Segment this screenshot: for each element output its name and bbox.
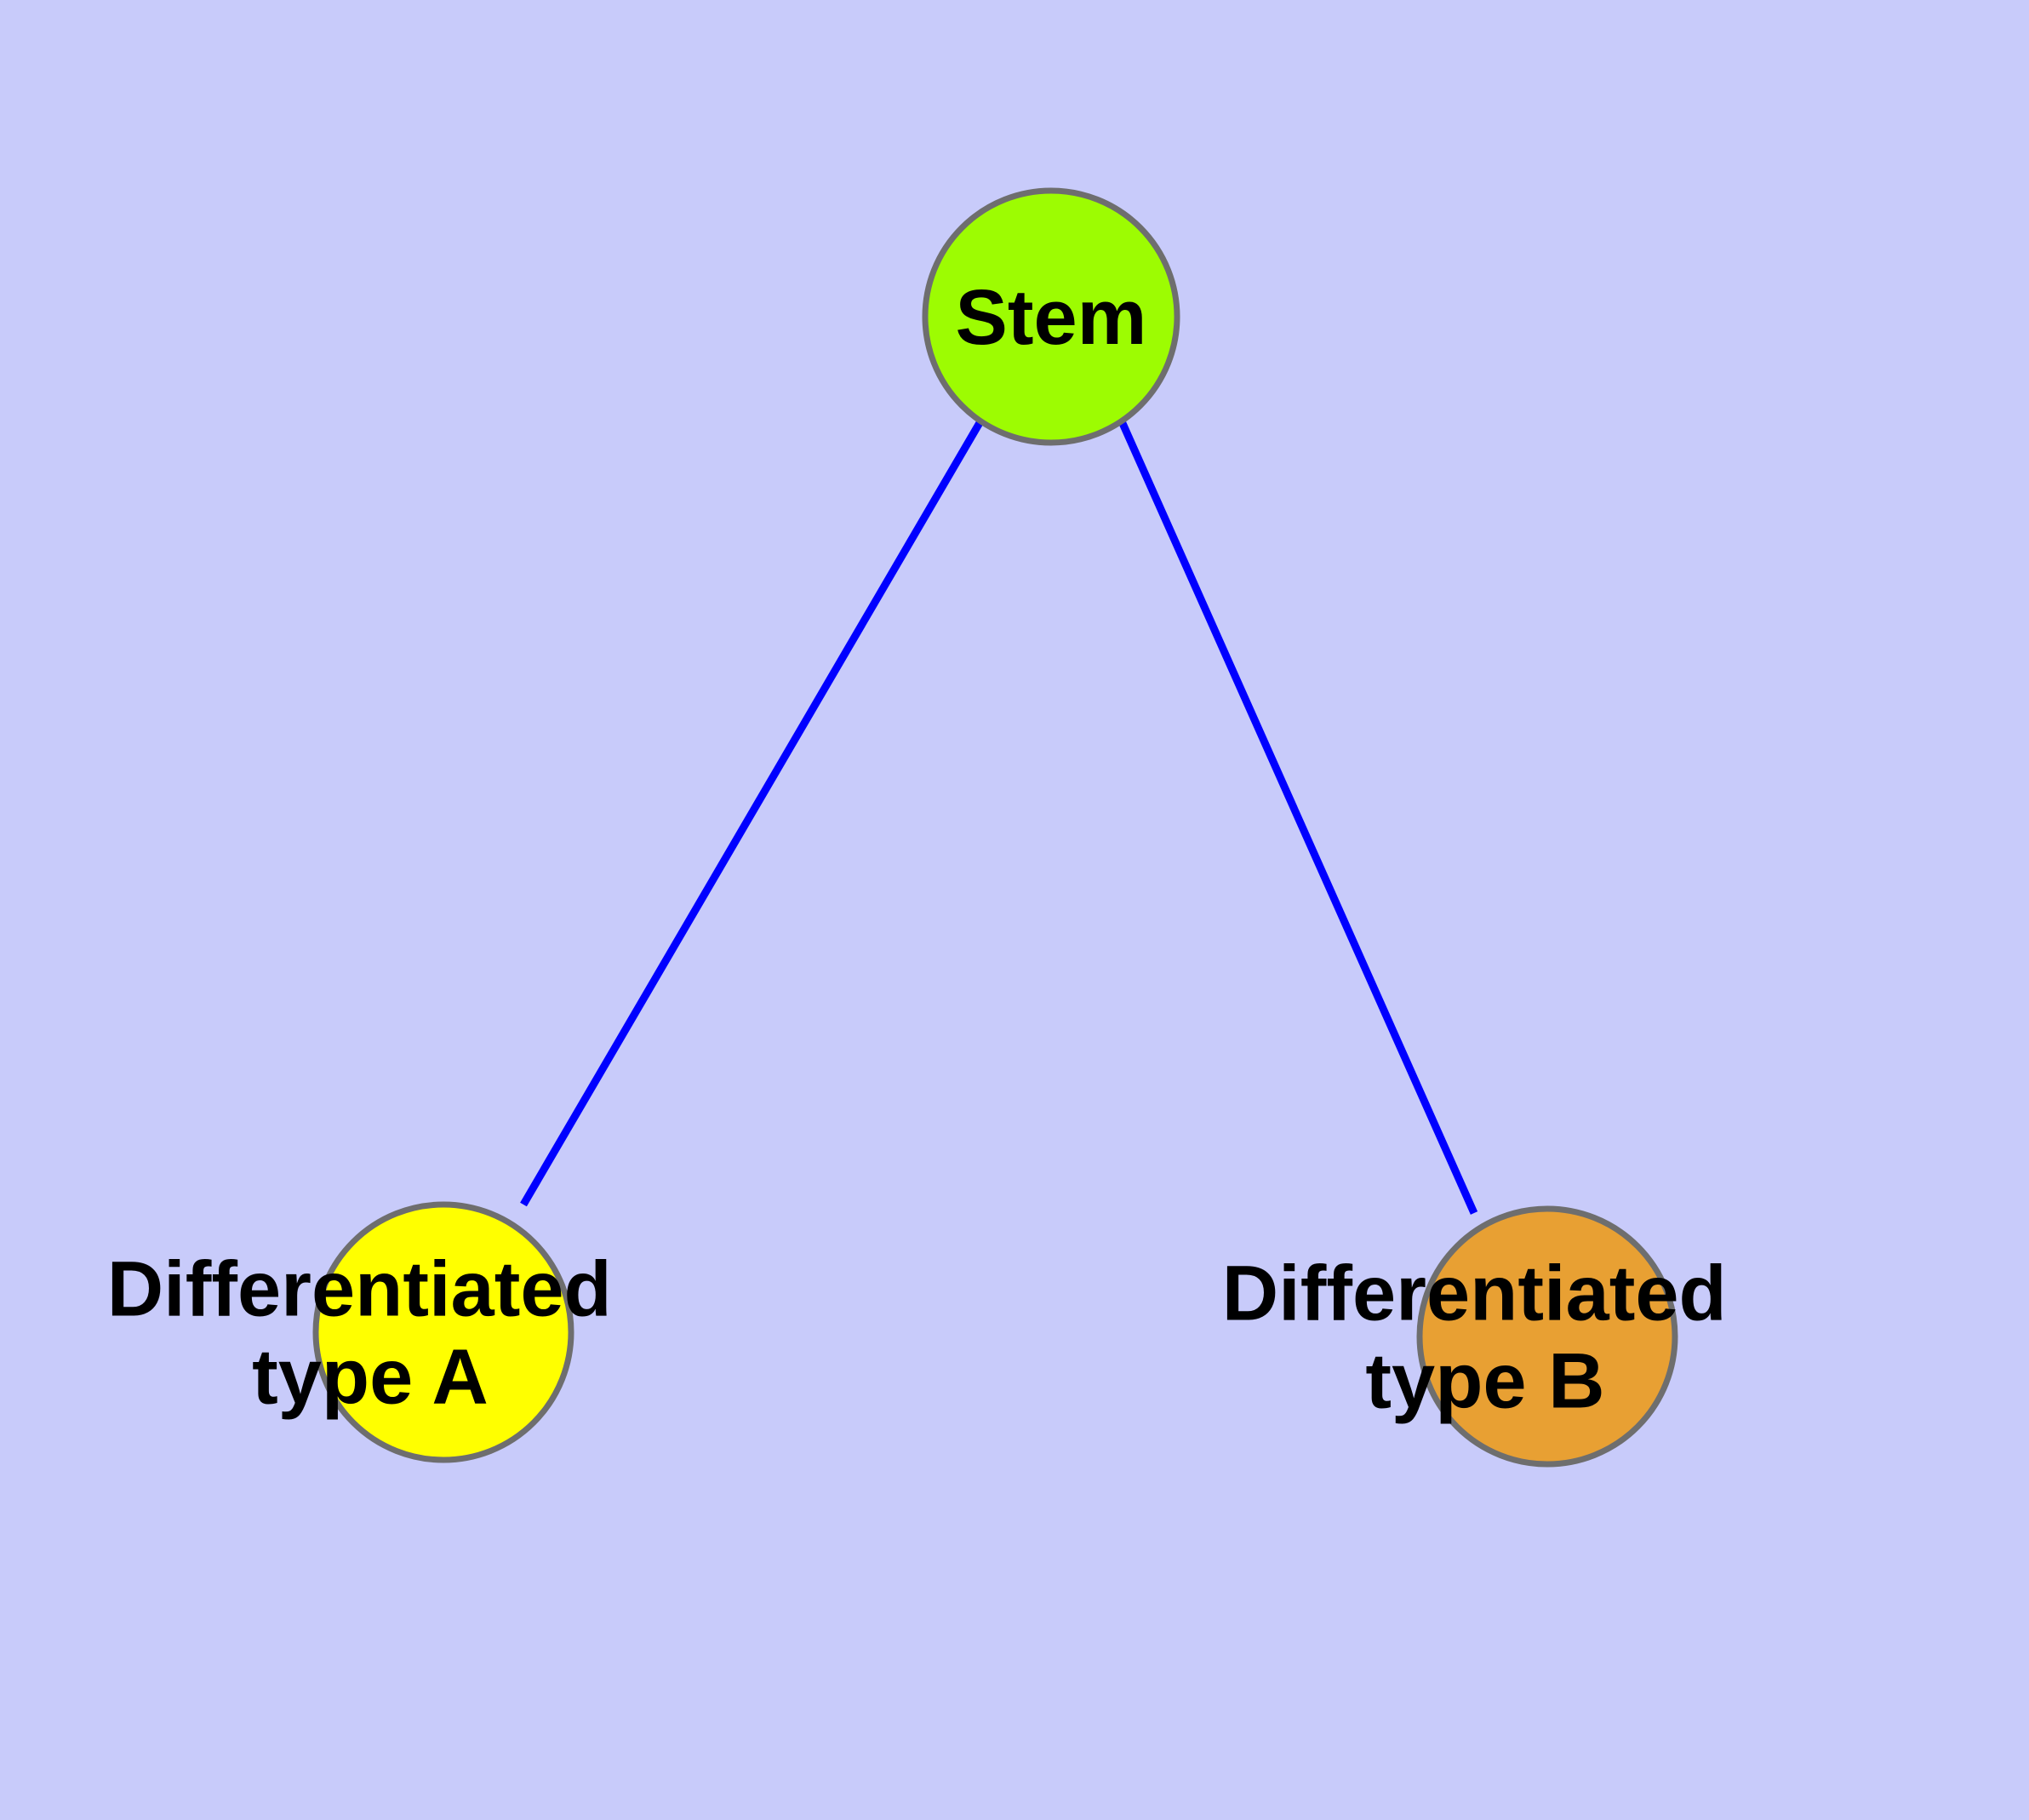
node-labels-group: Stem Differentiated type A Differentiate… (107, 274, 1749, 1425)
node-label-differentiated-type-b-line2: type B (1365, 1338, 1604, 1425)
node-label-differentiated-type-a: Differentiated type A (107, 1246, 634, 1421)
node-label-stem: Stem (956, 274, 1147, 361)
edges-group (520, 419, 1478, 1215)
node-circle-differentiated-type-b[interactable] (1416, 1205, 1678, 1468)
node-label-differentiated-type-a-line1: Differentiated (107, 1246, 612, 1333)
node-circles-group (312, 187, 1678, 1468)
node-label-differentiated-type-b: Differentiated type B (1222, 1251, 1749, 1425)
node-circle-stem[interactable] (922, 187, 1180, 446)
edge-stem-to-differentiated-type-a[interactable] (520, 419, 984, 1207)
node-label-differentiated-type-a-line2: type A (252, 1334, 489, 1421)
node-circle-differentiated-type-a[interactable] (312, 1201, 574, 1463)
node-label-stem-line1: Stem (956, 274, 1147, 361)
node-label-differentiated-type-b-line1: Differentiated (1222, 1251, 1727, 1337)
edge-stem-to-differentiated-type-b[interactable] (1117, 420, 1478, 1215)
